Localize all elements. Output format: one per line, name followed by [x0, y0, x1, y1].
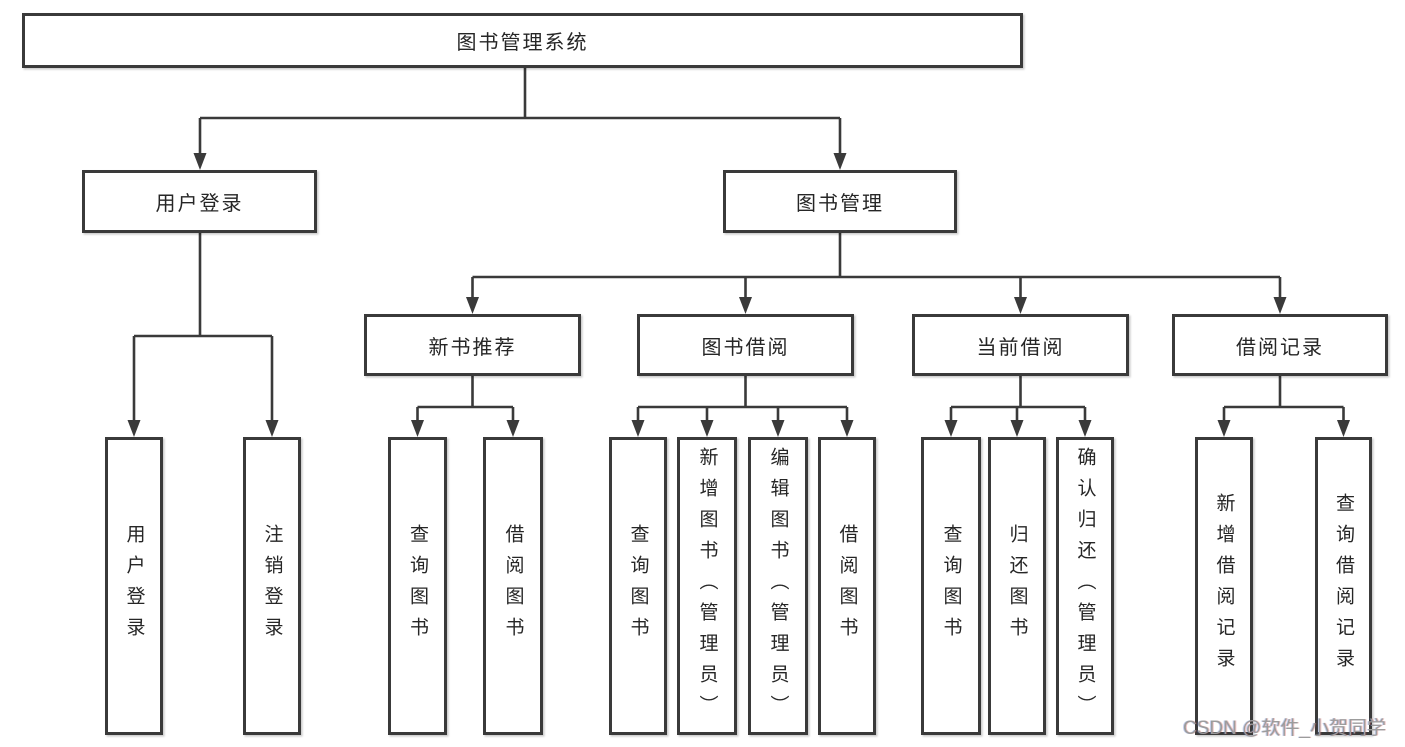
- leaf-user-login: 用户登录: [105, 437, 163, 735]
- arrowhead-icon: [700, 420, 714, 437]
- leaf-user-login-label: 用户登录: [123, 524, 145, 648]
- arrowhead-icon: [631, 420, 645, 437]
- arrowhead-icon: [1010, 420, 1024, 437]
- leaf-borrow-borrow: 借阅图书: [818, 437, 876, 735]
- leaf-current-query: 查询图书: [921, 437, 981, 735]
- node-book-mgmt: 图书管理: [723, 170, 957, 233]
- arrowhead-icon: [833, 153, 847, 170]
- node-user-login-label: 用户登录: [155, 193, 244, 215]
- arrowhead-icon: [771, 420, 785, 437]
- tree-edges: [132, 68, 1345, 430]
- leaf-logout: 注销登录: [243, 437, 301, 735]
- leaf-newbooks-query: 查询图书: [388, 437, 447, 735]
- arrowhead-icon: [127, 420, 141, 437]
- leaf-borrow-edit-label: 编辑图书（管理员）: [767, 446, 789, 726]
- leaf-current-confirm-label: 确认归还（管理员）: [1074, 446, 1096, 726]
- leaf-borrow-query-label: 查询图书: [627, 524, 649, 648]
- node-book-borrow-label: 图书借阅: [701, 336, 790, 359]
- leaf-records-query-label: 查询借阅记录: [1333, 493, 1354, 679]
- node-root: 图书管理系统: [22, 13, 1023, 68]
- node-borrow-records-label: 借阅记录: [1236, 336, 1324, 359]
- node-book-borrow: 图书借阅: [637, 314, 854, 376]
- node-new-books: 新书推荐: [364, 314, 581, 376]
- leaf-current-return: 归还图书: [988, 437, 1046, 735]
- arrowheads: [127, 153, 1350, 437]
- leaf-borrow-query: 查询图书: [609, 437, 667, 735]
- leaf-borrow-edit: 编辑图书（管理员）: [748, 437, 808, 735]
- arrowhead-icon: [193, 153, 207, 170]
- leaf-records-query: 查询借阅记录: [1315, 437, 1372, 735]
- arrowhead-icon: [1273, 297, 1287, 314]
- leaf-newbooks-query-label: 查询图书: [407, 524, 428, 648]
- leaf-current-query-label: 查询图书: [940, 524, 962, 648]
- node-root-label: 图书管理系统: [456, 32, 589, 54]
- node-user-login: 用户登录: [82, 170, 317, 233]
- leaf-logout-label: 注销登录: [261, 524, 283, 648]
- node-current-borrow: 当前借阅: [912, 314, 1129, 376]
- arrowhead-icon: [1078, 420, 1092, 437]
- leaf-borrow-add: 新增图书（管理员）: [677, 437, 737, 735]
- leaf-records-add: 新增借阅记录: [1195, 437, 1253, 735]
- leaf-current-return-label: 归还图书: [1006, 524, 1028, 648]
- node-book-mgmt-label: 图书管理: [796, 193, 884, 215]
- node-borrow-records: 借阅记录: [1172, 314, 1388, 376]
- arrowhead-icon: [466, 297, 479, 314]
- arrowhead-icon: [1217, 420, 1231, 437]
- leaf-newbooks-borrow: 借阅图书: [483, 437, 543, 735]
- leaf-records-add-label: 新增借阅记录: [1213, 493, 1235, 679]
- arrowhead-icon: [1337, 420, 1350, 437]
- arrowhead-icon: [840, 420, 854, 437]
- leaf-current-confirm: 确认归还（管理员）: [1056, 437, 1114, 735]
- node-current-borrow-label: 当前借阅: [976, 336, 1065, 359]
- leaf-borrow-borrow-label: 借阅图书: [836, 524, 858, 648]
- arrowhead-icon: [739, 297, 752, 314]
- csdn-watermark: CSDN @软件_小贺同学: [1183, 718, 1386, 739]
- arrowhead-icon: [1014, 297, 1027, 314]
- arrowhead-icon: [265, 420, 279, 437]
- arrowhead-icon: [506, 420, 520, 437]
- node-new-books-label: 新书推荐: [428, 336, 517, 359]
- leaf-newbooks-borrow-label: 借阅图书: [502, 524, 524, 648]
- arrowhead-icon: [411, 420, 424, 437]
- arrowhead-icon: [944, 420, 958, 437]
- leaf-borrow-add-label: 新增图书（管理员）: [696, 446, 718, 726]
